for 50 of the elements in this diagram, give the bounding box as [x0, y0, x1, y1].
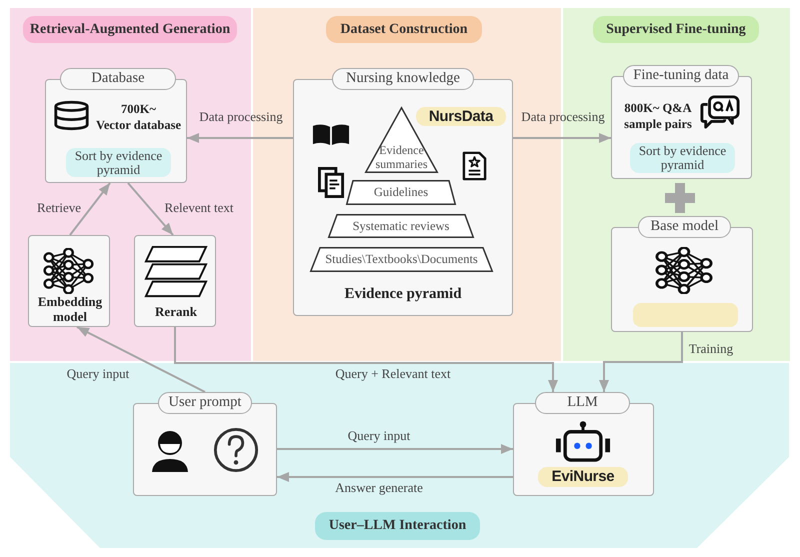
- card: [45, 68, 187, 183]
- arrow: [127, 182, 174, 236]
- section-title: Supervised Fine-tuning: [593, 16, 759, 43]
- arrow: [599, 332, 683, 392]
- arrow: [513, 133, 611, 143]
- card-title: Fine-tuning data: [623, 65, 739, 87]
- card: [611, 65, 752, 179]
- tag: [633, 303, 738, 327]
- card-title: User prompt: [158, 392, 252, 414]
- section-title: Dataset Construction: [326, 16, 482, 43]
- edge-label: Training: [688, 341, 734, 357]
- card-title: Nursing knowledge: [332, 68, 474, 90]
- card-text: Rerank: [154, 304, 198, 319]
- card: [133, 392, 277, 496]
- pyramid-tier: Guidelines: [346, 180, 456, 205]
- card: [513, 392, 654, 496]
- edge-label: Relevent text: [164, 200, 234, 216]
- tag: EviNurse: [538, 467, 628, 487]
- tag: NursData: [416, 107, 506, 126]
- card-text: 800K~ Q&A sample pairs: [623, 100, 693, 132]
- card-title: Database: [60, 68, 176, 90]
- card: [293, 68, 513, 316]
- arrow: [277, 472, 513, 482]
- tag: Sort by evidence pyramid: [630, 143, 735, 173]
- card-title: Base model: [638, 216, 731, 238]
- section-title: Retrieval-Augmented Generation: [23, 16, 237, 43]
- card-text: 700K~ Vector database: [94, 101, 182, 133]
- edge-label: Retrieve: [36, 200, 82, 216]
- edge-label: Data processing: [521, 109, 605, 125]
- card: [134, 235, 216, 327]
- card-text: Evidence pyramid: [343, 285, 463, 303]
- arrow: [187, 133, 293, 143]
- arrow: [277, 444, 513, 454]
- edge-label: Query input: [348, 428, 410, 444]
- card-text: Embedding model: [36, 294, 104, 324]
- arrow: [69, 182, 111, 236]
- edge-label: Query input: [66, 366, 130, 382]
- edge-label: Data processing: [199, 109, 283, 125]
- section-panel: [10, 363, 789, 548]
- arrow: [76, 326, 206, 393]
- pyramid-tier: Systematic reviews: [328, 214, 474, 238]
- arrow: [174, 327, 558, 392]
- section-title: User–LLM Interaction: [315, 512, 480, 540]
- card-title: LLM: [535, 392, 630, 414]
- edge-label: Answer generate: [335, 480, 423, 496]
- card: [28, 235, 110, 327]
- tag: Sort by evidence pyramid: [66, 148, 171, 177]
- card: [611, 216, 753, 332]
- edge-label: Query + Relevant text: [335, 366, 451, 382]
- pyramid-tier: Studies\Textbooks\Documents: [310, 247, 493, 272]
